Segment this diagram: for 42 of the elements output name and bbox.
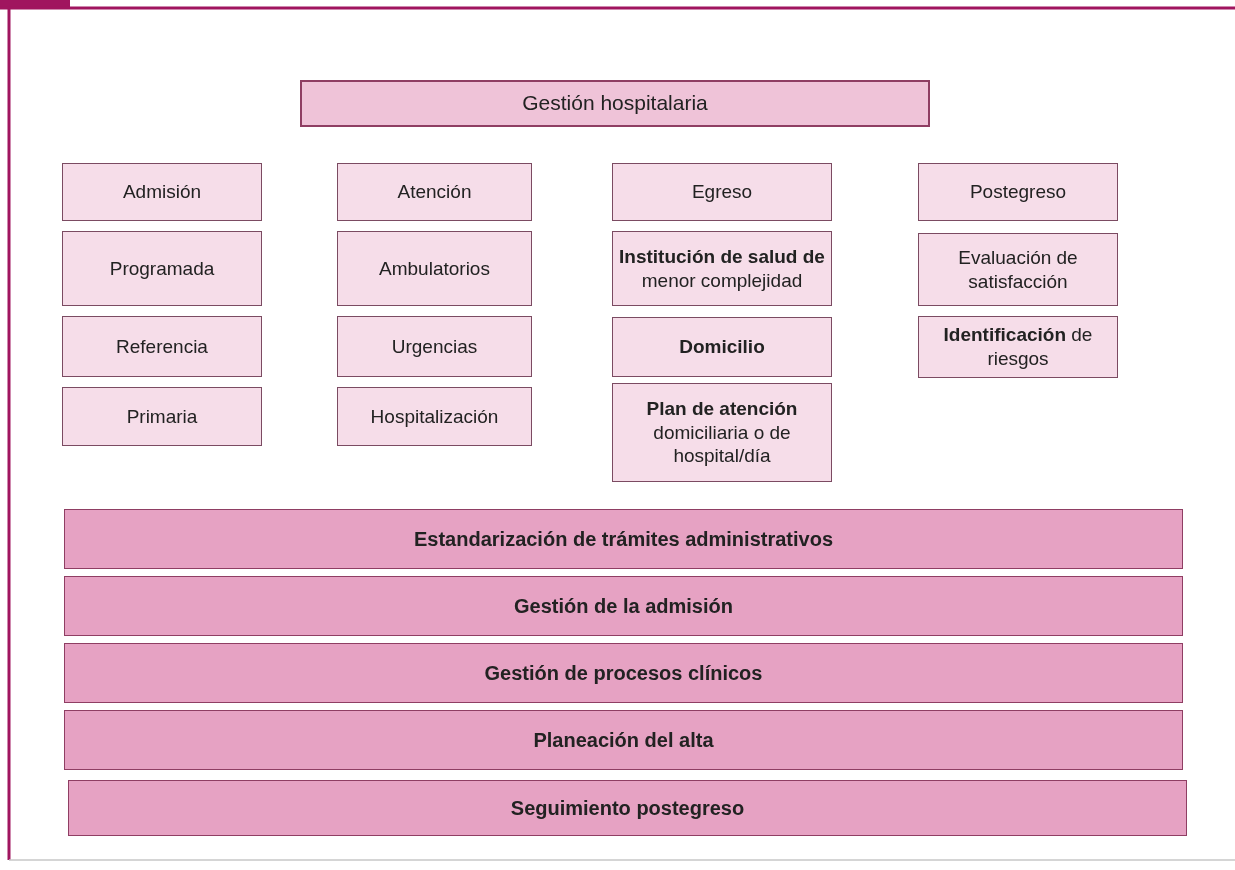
category-box [918,316,1118,378]
box-label: Gestión hospitalaria [522,90,708,117]
box-label: Atención [397,180,472,204]
box-label: Hospitalización [370,404,499,429]
process-bar [64,643,1183,703]
box-label: Urgencias [391,334,478,359]
box-label: Ambulatorios [379,256,490,281]
category-box [337,387,532,446]
box-label: Admisión [122,180,202,204]
box-label: Postegreso [969,180,1067,204]
box-label: Seguimiento postegreso [510,795,745,821]
box-label: Planeación del alta [533,727,714,753]
box-label: Estandarización de trámites administrativos [414,526,833,552]
process-bar [64,509,1183,569]
box-label: Referencia [116,334,208,359]
process-bar [64,576,1183,636]
category-box [337,316,532,377]
category-box [612,317,832,377]
category-box [62,163,262,221]
category-box [918,233,1118,306]
box-label: Identificación de riesgos [942,323,1094,371]
category-box [612,163,832,221]
box-label: Gestión de la admisión [514,593,733,619]
category-box [62,387,262,446]
box-label: Institución de salud de menor complejidad [619,244,825,293]
box-label: Plan de atención domiciliaria o de hospital/día [645,396,799,469]
category-box [337,231,532,306]
process-bar [64,710,1183,770]
header-box [300,80,930,127]
category-box [612,383,832,482]
box-label: Egreso [691,180,753,204]
category-box [62,231,262,306]
box-label: Programada [109,256,215,281]
category-box [62,316,262,377]
category-box [918,163,1118,221]
box-label: Gestión de procesos clínicos [484,660,763,686]
box-label: Primaria [126,404,198,429]
box-label: Domicilio [679,335,765,359]
category-box [612,231,832,306]
box-label: Evaluación de satisfacción [957,245,1079,294]
process-bar [68,780,1187,836]
category-box [337,163,532,221]
